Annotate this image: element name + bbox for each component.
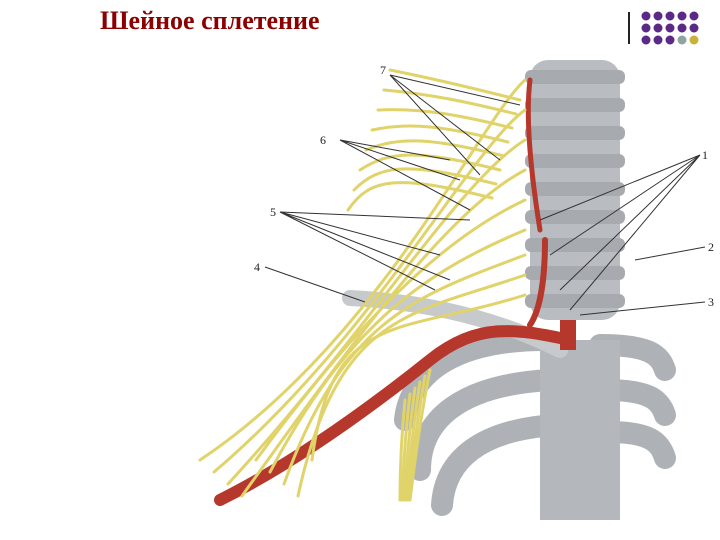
logo-dot	[677, 35, 687, 45]
nerve-strand	[198, 78, 527, 462]
nerve-branch	[352, 167, 498, 192]
figure-label-1: 1	[702, 148, 708, 162]
nerve-strand	[212, 108, 527, 474]
vertebra	[525, 266, 625, 280]
logo-dot	[641, 23, 651, 33]
nerve-branch	[388, 68, 522, 102]
vertebra	[525, 126, 625, 140]
nerve-strand	[240, 168, 527, 498]
logo-dots-icon	[641, 11, 699, 45]
logo-divider	[628, 12, 630, 44]
logo-dot	[653, 23, 663, 33]
figure-label-5: 5	[270, 205, 276, 219]
logo-dot	[677, 11, 687, 21]
anatomy-illustration: 7 6 5 4 1 2 3	[198, 60, 714, 520]
logo-dot	[653, 35, 663, 45]
vertebra	[525, 154, 625, 168]
cervical-plexus-nerves	[198, 68, 527, 502]
nerve-branch	[358, 153, 502, 172]
nerve-branch	[408, 368, 432, 502]
logo-dot	[689, 11, 699, 21]
figure-label-3: 3	[708, 295, 714, 309]
subclavian-artery	[214, 77, 576, 506]
nerve-branch	[398, 398, 407, 502]
sternum-region	[540, 340, 620, 520]
nerve-branch	[382, 88, 518, 116]
logo-dot	[677, 23, 687, 33]
vertebra	[525, 238, 625, 252]
figure-label-6: 6	[320, 133, 326, 147]
vertebra	[525, 210, 625, 224]
nerve-branch	[370, 124, 510, 144]
rib-cage	[394, 329, 676, 516]
nerve-strand	[254, 198, 527, 462]
vertebra	[525, 294, 625, 308]
nerve-branch	[400, 392, 412, 502]
nerve-branch	[404, 380, 422, 502]
nerve-strand	[282, 253, 527, 486]
logo-dot	[653, 11, 663, 21]
leader-lines	[264, 74, 706, 316]
logo-dot	[665, 35, 675, 45]
nerve-branch	[406, 374, 427, 502]
nerve-branch	[346, 181, 494, 212]
logo-dot	[689, 35, 699, 45]
logo-dot	[665, 11, 675, 21]
vertebra	[525, 182, 625, 196]
logo-dot	[665, 23, 675, 33]
logo-dot	[641, 11, 651, 21]
logo-dot	[641, 35, 651, 45]
cervical-spine	[525, 60, 625, 320]
slide-title: Шейное сплетение	[100, 6, 320, 35]
nerve-strand	[268, 228, 527, 474]
logo-dot	[689, 23, 699, 33]
nerve-branch	[402, 386, 417, 502]
nerve-strand	[310, 293, 527, 462]
vertebra	[525, 70, 625, 84]
nerve-branch	[364, 139, 506, 158]
figure-label-4: 4	[254, 260, 260, 274]
vertebra	[525, 98, 625, 112]
figure-label-2: 2	[708, 240, 714, 254]
figure-label-7: 7	[380, 63, 386, 77]
